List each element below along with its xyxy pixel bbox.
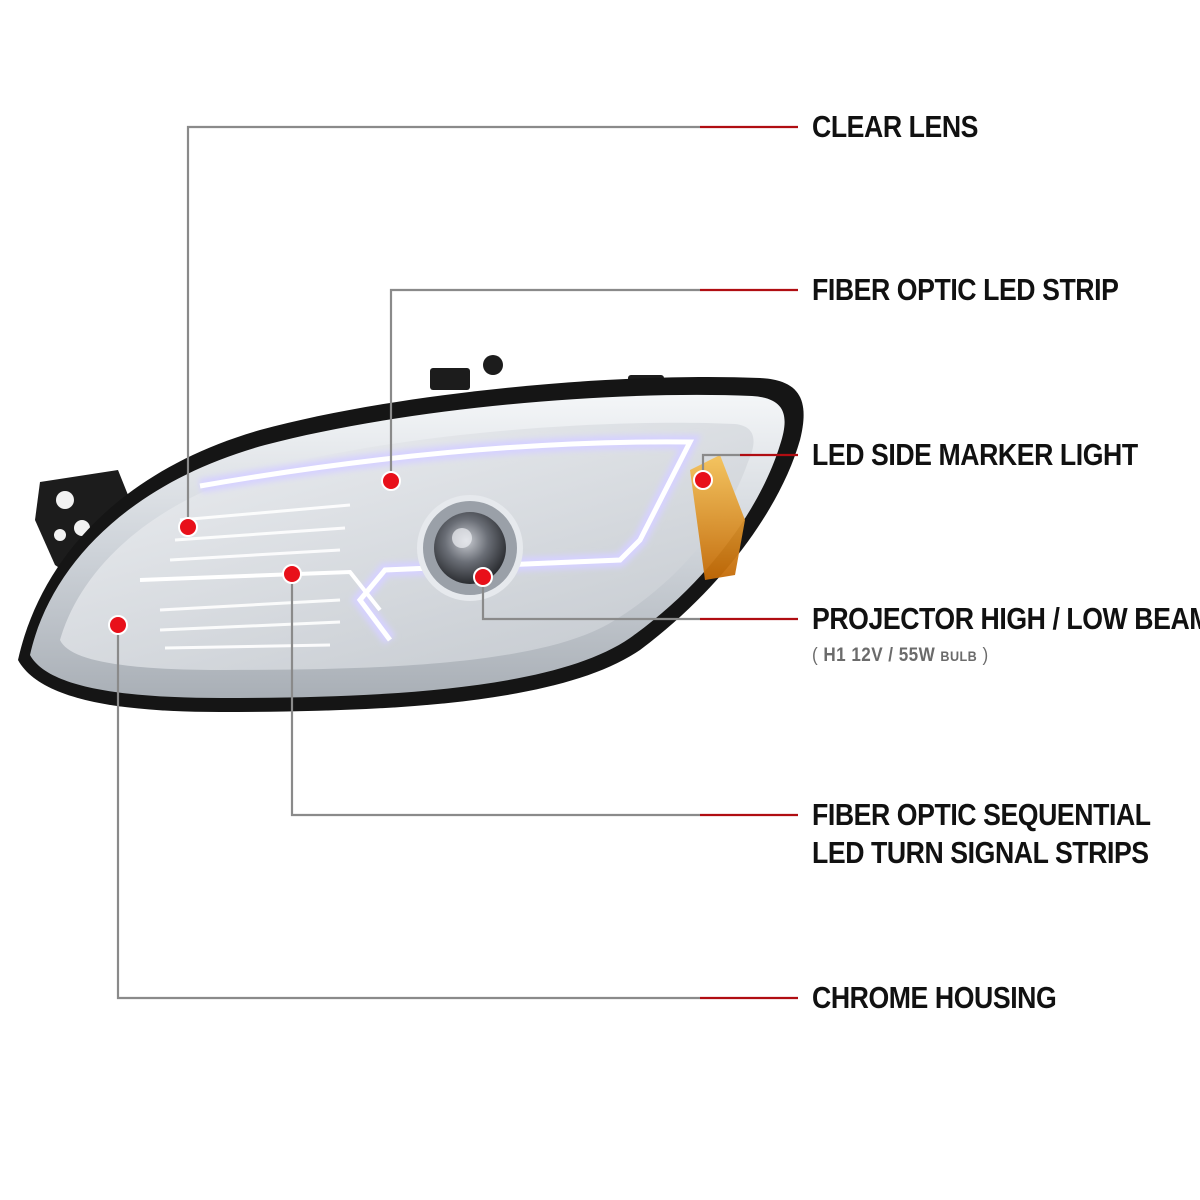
upper-reflector (169, 503, 351, 562)
callout-sequential-line1: FIBER OPTIC SEQUENTIAL (812, 797, 1151, 832)
callout-fiber-optic-led-strip: FIBER OPTIC LED STRIP (812, 272, 1119, 307)
spec-bulb: H1 (823, 645, 847, 666)
projector-lens (434, 512, 506, 584)
spec-open-paren: ( (812, 645, 819, 666)
callout-chrome-housing: CHROME HOUSING (812, 980, 1057, 1015)
turn-signal-strip (139, 569, 382, 612)
spec-close-paren: ) (982, 645, 989, 666)
callout-clear-lens: CLEAR LENS (812, 109, 979, 144)
spec-voltage: 12V (851, 645, 884, 666)
callout-led-side-marker: LED SIDE MARKER LIGHT (812, 437, 1138, 472)
callout-projector-beam: PROJECTOR HIGH / LOW BEAM (812, 601, 1200, 636)
projector-bulb-spec: ( H1 12V / 55W BULB ) (812, 645, 989, 667)
dot-chrome-housing (108, 615, 128, 635)
lower-reflector (159, 598, 341, 650)
spec-unit: BULB (940, 648, 978, 664)
dot-turn-signal (282, 564, 302, 584)
dot-clear-lens (178, 517, 198, 537)
dot-projector (473, 567, 493, 587)
callout-dots (108, 470, 713, 635)
callout-sequential-line2: LED TURN SIGNAL STRIPS (812, 835, 1149, 870)
led-strip (199, 439, 695, 642)
dot-side-marker (693, 470, 713, 490)
spec-sep: / (888, 645, 894, 666)
dot-led-strip (381, 471, 401, 491)
spec-wattage: 55W (898, 645, 936, 666)
